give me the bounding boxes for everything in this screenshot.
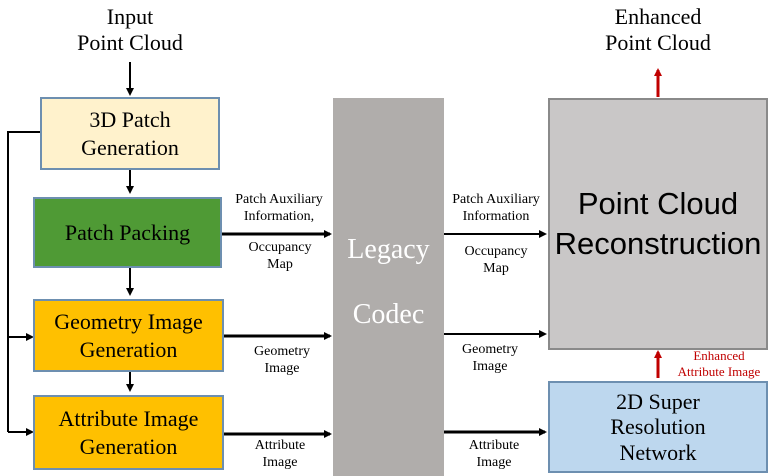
left-geo-line2: Image	[264, 360, 300, 376]
right-attribute-label: Attribute Image	[444, 438, 544, 472]
super-resolution-line1: 2D Super	[616, 389, 700, 415]
attribute-image-box: Attribute Image Generation	[33, 395, 224, 470]
right-geo-line2: Image	[472, 358, 508, 374]
attribute-image-line1: Attribute Image	[58, 406, 199, 431]
enhanced-attribute-label: Enhanced Attribute Image	[665, 348, 773, 379]
left-aux-line1: Patch Auxiliary	[235, 192, 323, 207]
right-aux-line2: Information	[462, 208, 530, 224]
bypass-line	[7, 131, 40, 432]
super-resolution-box: 2D Super Resolution Network	[548, 381, 768, 473]
super-resolution-line2: Resolution	[610, 414, 706, 440]
super-resolution-line3: Network	[619, 439, 697, 465]
left-occupancy-label: Occupancy Map	[230, 240, 330, 274]
geometry-image-box: Geometry Image Generation	[33, 299, 224, 372]
reconstruction-line2: Reconstruction	[554, 226, 762, 261]
left-occ-line1: Occupancy	[248, 240, 312, 255]
codec-line2: Codec	[352, 299, 425, 330]
right-aux-line1: Patch Auxiliary	[452, 192, 540, 207]
left-occ-line2: Map	[267, 256, 293, 272]
output-label-line1: Enhanced	[614, 4, 702, 29]
reconstruction-line1: Point Cloud	[577, 185, 739, 221]
left-aux-label: Patch Auxiliary Information,	[226, 192, 332, 226]
geometry-image-line1: Geometry Image	[54, 309, 203, 334]
enhanced-attr-line1: Enhanced	[693, 348, 745, 363]
patch-packing-label: Patch Packing	[64, 219, 191, 245]
enhanced-attr-line2: Attribute Image	[677, 363, 761, 379]
input-label-line1: Input	[106, 4, 154, 29]
right-occ-line2: Map	[483, 260, 509, 276]
right-occupancy-label: Occupancy Map	[446, 244, 546, 278]
right-geo-line1: Geometry	[462, 342, 518, 357]
point-cloud-reconstruction-box: Point Cloud Reconstruction	[548, 98, 768, 350]
output-label: Enhanced Point Cloud	[578, 4, 738, 57]
right-attr-line2: Image	[476, 454, 512, 470]
input-label: Input Point Cloud	[60, 4, 200, 57]
right-attr-line1: Attribute	[468, 438, 520, 453]
left-geo-line1: Geometry	[254, 344, 310, 359]
right-aux-label: Patch Auxiliary Information	[444, 192, 548, 226]
left-attr-line1: Attribute	[254, 438, 306, 453]
patch-packing-box: Patch Packing	[33, 197, 222, 268]
right-geometry-label: Geometry Image	[440, 342, 540, 376]
left-attribute-label: Attribute Image	[230, 438, 330, 472]
left-geometry-label: Geometry Image	[232, 344, 332, 378]
left-attr-line2: Image	[262, 454, 298, 470]
legacy-codec-box: Legacy Codec	[333, 98, 444, 476]
output-label-line2: Point Cloud	[605, 30, 711, 56]
geometry-image-line2: Generation	[79, 336, 178, 362]
right-occ-line1: Occupancy	[464, 244, 528, 259]
patch-generation-line1: 3D Patch	[89, 107, 171, 132]
input-label-line2: Point Cloud	[77, 30, 183, 56]
attribute-image-line2: Generation	[79, 433, 178, 459]
codec-line1: Legacy	[347, 234, 430, 265]
patch-generation-line2: Generation	[81, 134, 179, 160]
patch-generation-box: 3D Patch Generation	[40, 97, 220, 170]
left-aux-line2: Information,	[243, 208, 315, 224]
